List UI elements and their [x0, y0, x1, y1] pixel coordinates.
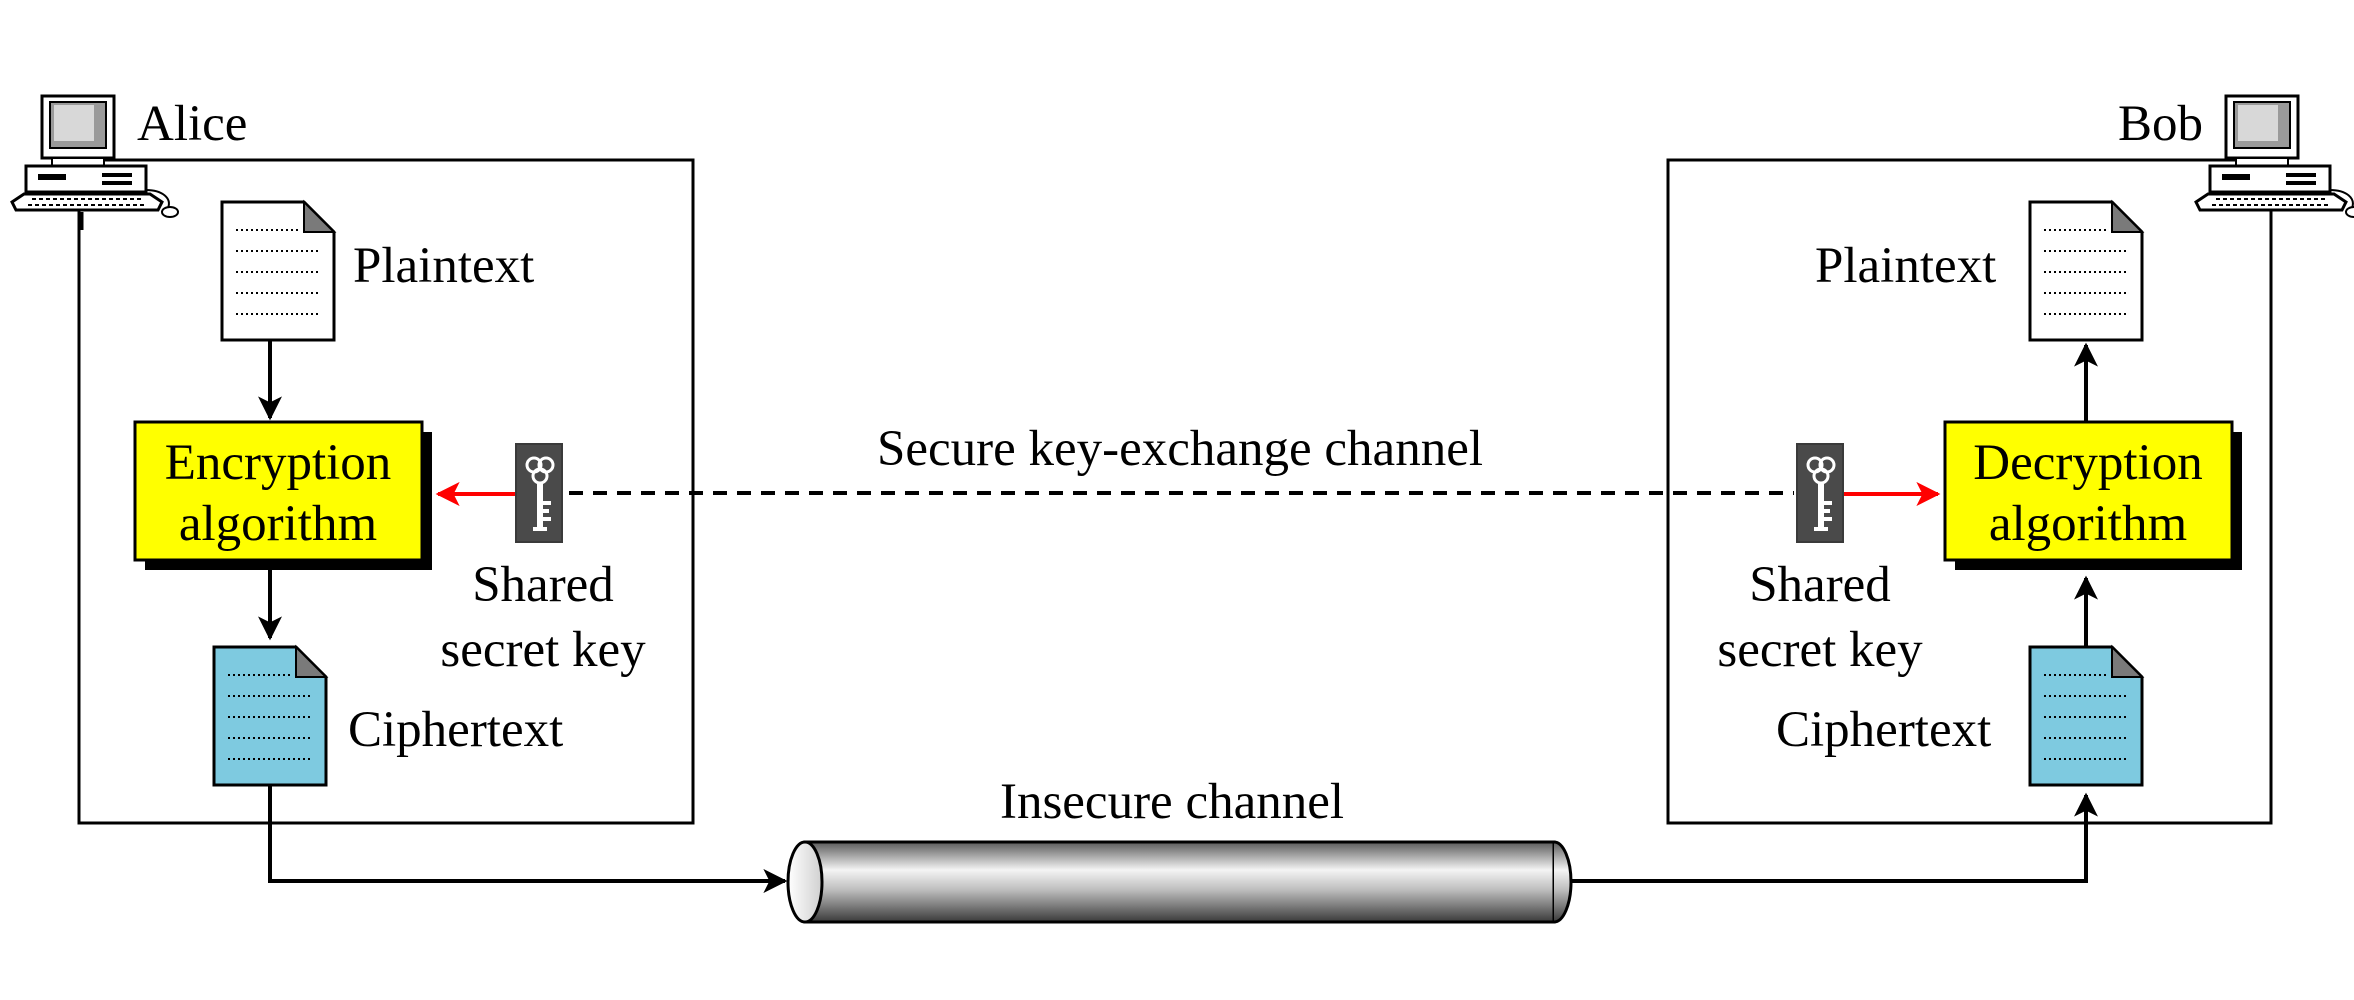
encryption-algorithm-line1: Encryption: [165, 435, 392, 491]
secure-channel-label: Secure key-exchange channel: [877, 421, 1483, 477]
alice-key-label-line1: Shared: [472, 557, 614, 613]
insecure-channel-right-wire: [1571, 792, 2098, 883]
secure-key-exchange-channel: Secure key-exchange channel: [569, 421, 1794, 495]
alice-name: Alice: [137, 96, 247, 152]
alice-ciphertext-document-icon: [212, 644, 329, 787]
encryption-algorithm-box: Encryption algorithm: [133, 420, 432, 570]
bob-key-icon: [1794, 441, 1846, 545]
decryption-algorithm-line2: algorithm: [1989, 496, 2187, 552]
decryption-algorithm-box: Decryption algorithm: [1943, 420, 2242, 570]
alice-plaintext-document-icon: [220, 199, 337, 342]
bob-key-label-line1: Shared: [1749, 557, 1891, 613]
bob-key-label-line2: secret key: [1717, 622, 1923, 678]
pipe-icon: [786, 840, 1573, 924]
alice-key-icon: [513, 441, 565, 545]
alice-panel: Alice Plaintext Encryption algorithm Sha…: [10, 94, 695, 825]
bob-computer-icon: [2194, 94, 2354, 219]
insecure-channel-left-wire: [268, 785, 788, 893]
encryption-algorithm-line2: algorithm: [179, 496, 377, 552]
bob-name: Bob: [2118, 96, 2203, 152]
bob-ciphertext-document-icon: [2028, 644, 2145, 787]
alice-plaintext-label: Plaintext: [353, 238, 534, 294]
bob-frame: [1666, 158, 2273, 825]
bob-panel: Bob Plaintext Decryption algorithm Share…: [1666, 94, 2354, 825]
bob-ciphertext-label: Ciphertext: [1776, 702, 1991, 758]
alice-key-label-line2: secret key: [440, 622, 646, 678]
insecure-channel-label: Insecure channel: [1000, 774, 1344, 830]
alice-ciphertext-label: Ciphertext: [348, 702, 563, 758]
bob-plaintext-document-icon: [2028, 199, 2145, 342]
decryption-algorithm-line1: Decryption: [1973, 435, 2202, 491]
bob-plaintext-label: Plaintext: [1815, 238, 1996, 294]
insecure-channel: Insecure channel: [268, 774, 2098, 924]
